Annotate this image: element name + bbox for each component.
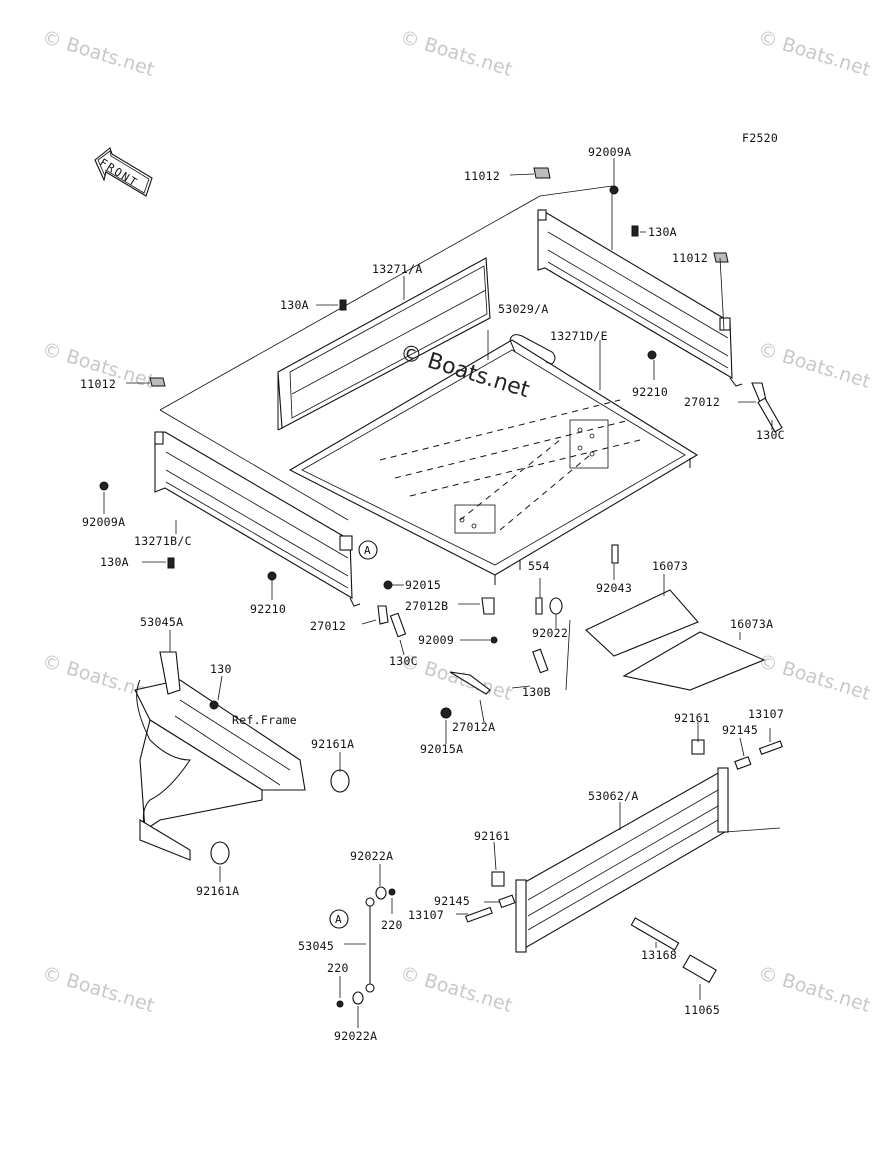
part-label: 92161A	[196, 884, 240, 898]
part-label: 130C	[389, 654, 418, 668]
part-label: 16073A	[730, 617, 774, 631]
callout-letter: A	[364, 544, 371, 557]
part-label: 92022A	[350, 849, 394, 863]
part-label: 554	[528, 559, 550, 573]
side-panel-right	[537, 209, 743, 387]
part-label: 130C	[756, 428, 785, 442]
cargo-bed-floor	[288, 334, 699, 585]
part-label: 92161	[474, 829, 511, 843]
part-label: 13271/A	[372, 262, 423, 276]
part-label: 92015	[405, 578, 442, 592]
part-label: 11012	[672, 251, 709, 265]
part-label: 92043	[596, 581, 633, 595]
part-label: 27012A	[452, 720, 496, 734]
part-label: 53062/A	[588, 789, 639, 803]
part-label: 130	[210, 662, 232, 676]
part-label: 13107	[748, 707, 785, 721]
part-label: 130A	[100, 555, 129, 569]
part-label: 13168	[641, 948, 678, 962]
part-label: 11065	[684, 1003, 721, 1017]
callout-letter: A	[335, 913, 342, 926]
part-label: 92210	[250, 602, 287, 616]
part-label: 16073	[652, 559, 689, 573]
callout-marker-a	[358, 540, 378, 560]
front-arrow-icon	[94, 147, 153, 197]
part-label: 13271D/E	[550, 329, 608, 343]
part-label: 27012	[684, 395, 721, 409]
part-label: 92022A	[334, 1029, 378, 1043]
part-label: 53045A	[140, 615, 184, 629]
part-label: 92161	[674, 711, 711, 725]
part-label: 92161A	[311, 737, 355, 751]
frame-ref-label: Ref.Frame	[232, 713, 298, 727]
tailgate	[515, 767, 781, 953]
callout-marker-a	[329, 909, 349, 929]
side-panel-rear-left	[277, 257, 491, 431]
part-label: 92009A	[588, 145, 632, 159]
part-label: 92009A	[82, 515, 126, 529]
part-label: 53029/A	[498, 302, 549, 316]
part-label: 27012B	[405, 599, 449, 613]
leader-lines	[103, 158, 773, 1028]
part-label: 220	[381, 918, 403, 932]
vehicle-frame	[134, 679, 306, 861]
part-label: 130B	[522, 685, 551, 699]
part-label: 13107	[408, 908, 445, 922]
hardware-parts	[99, 167, 784, 1008]
diagram-code: F2520	[742, 131, 779, 145]
part-label: 13271B/C	[134, 534, 192, 548]
part-label: 130A	[280, 298, 309, 312]
part-label: 27012	[310, 619, 347, 633]
side-panel-front-left	[154, 431, 361, 607]
part-label: 92210	[632, 385, 669, 399]
part-label: 92009	[418, 633, 455, 647]
part-label: 130A	[648, 225, 677, 239]
part-label: 53045	[298, 939, 335, 953]
part-label: 220	[327, 961, 349, 975]
part-label: 92015A	[420, 742, 464, 756]
part-label: 92145	[722, 723, 759, 737]
part-label: 11012	[464, 169, 501, 183]
part-label: 92022	[532, 626, 569, 640]
part-label: 92145	[434, 894, 471, 908]
part-label: 11012	[80, 377, 117, 391]
